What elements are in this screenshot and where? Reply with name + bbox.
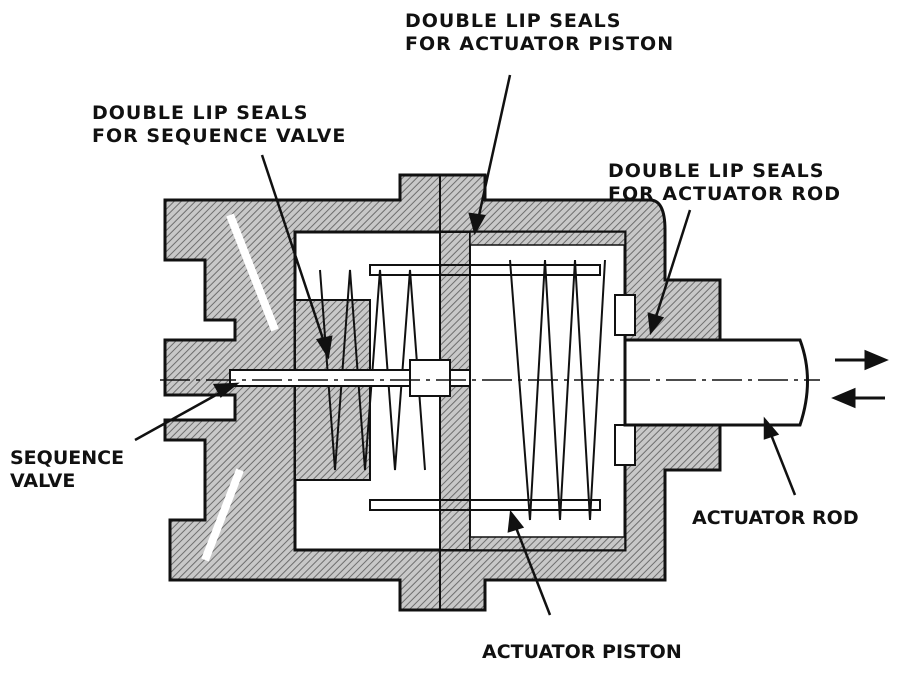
label-line: FOR ACTUATOR PISTON xyxy=(405,33,675,55)
label-line: DOUBLE LIP SEALS xyxy=(405,10,622,32)
sequence-valve-body xyxy=(294,299,371,481)
motion-arrows-icon xyxy=(831,349,889,409)
label-piston-seals: DOUBLE LIP SEALS FOR ACTUATOR PISTON xyxy=(405,10,674,56)
label-rod-seals: DOUBLE LIP SEALS FOR ACTUATOR ROD xyxy=(608,160,841,206)
actuator-rod xyxy=(623,338,809,427)
label-line: DOUBLE LIP SEALS xyxy=(92,102,309,124)
label-line: FOR ACTUATOR ROD xyxy=(608,183,841,205)
label-line: DOUBLE LIP SEALS xyxy=(608,160,825,182)
leader-lines xyxy=(134,74,797,616)
label-line: VALVE xyxy=(10,470,76,492)
label-valve-seals: DOUBLE LIP SEALS FOR SEQUENCE VALVE xyxy=(92,102,346,148)
label-line: SEQUENCE xyxy=(10,447,125,469)
label-sequence-valve: SEQUENCE VALVE xyxy=(10,447,124,493)
label-actuator-rod: ACTUATOR ROD xyxy=(692,507,859,529)
label-line: FOR SEQUENCE VALVE xyxy=(92,125,347,147)
label-actuator-piston: ACTUATOR PISTON xyxy=(482,641,682,663)
